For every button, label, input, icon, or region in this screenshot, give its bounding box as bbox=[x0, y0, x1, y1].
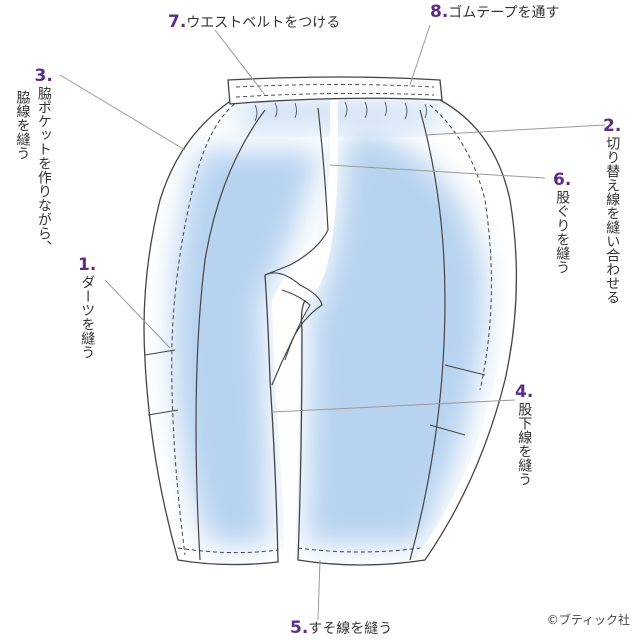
right-leg-outline bbox=[297, 99, 518, 566]
left-leg-outline bbox=[143, 99, 279, 566]
step-8-label: 8.ゴムテープを通す bbox=[430, 2, 560, 22]
darts bbox=[144, 349, 486, 436]
step-5-label: 5.すそ線を縫う bbox=[290, 618, 393, 638]
crotch-opening bbox=[264, 272, 323, 386]
waistband-stitch bbox=[235, 84, 435, 88]
fabric-shading bbox=[172, 98, 486, 545]
inseam-inner bbox=[281, 289, 311, 361]
waistband-stitch-lower bbox=[235, 92, 435, 98]
left-hem bbox=[177, 547, 279, 554]
step-4-label: 4. 股下線を縫う bbox=[515, 382, 534, 487]
center-front-seam bbox=[264, 107, 329, 276]
waistband bbox=[227, 76, 443, 105]
copyright-text: ©ブティック社 bbox=[546, 613, 630, 627]
left-side-seam bbox=[171, 99, 241, 556]
left-panel-seam bbox=[195, 109, 266, 561]
right-side-seam bbox=[429, 104, 492, 391]
right-hem bbox=[297, 547, 421, 553]
waist-gathers bbox=[254, 101, 427, 122]
step-1-label: 1. ダーツを縫う bbox=[78, 255, 97, 360]
step-6-label: 6. 股ぐりを縫う bbox=[553, 170, 572, 275]
right-panel-seam bbox=[409, 109, 446, 561]
step-7-label: 7.ウエストベルトをつける bbox=[168, 12, 341, 32]
leader-lines bbox=[59, 24, 606, 621]
step-2-label: 2. 切り替え線を縫い合わせる bbox=[603, 116, 622, 305]
step-3-label: 3. 脇ポケットを作りながら、 脇線を縫う bbox=[14, 66, 53, 255]
